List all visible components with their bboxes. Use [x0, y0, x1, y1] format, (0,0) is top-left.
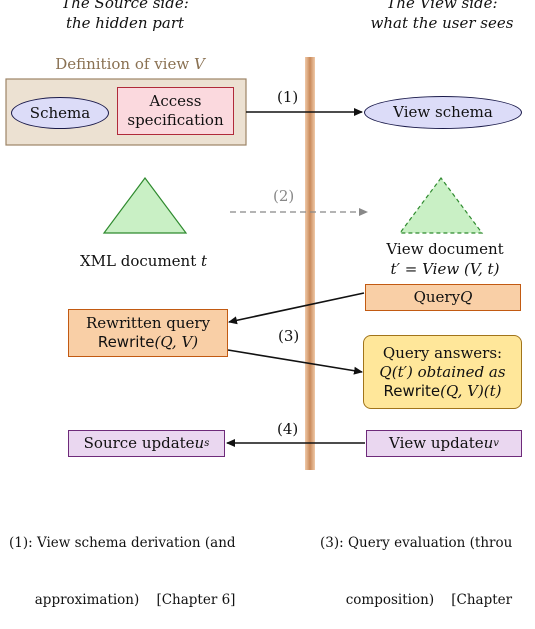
xml-document-label: XML document t: [80, 252, 208, 270]
caption-right: (3): Query evaluation (throu composition…: [320, 535, 513, 608]
view-side-title: The View side: what the user sees: [370, 0, 514, 32]
caption-left: (1): View schema derivation (and approxi…: [9, 535, 236, 608]
view-schema-node: View schema: [364, 96, 522, 129]
access-specification-node: Access specification: [117, 87, 234, 135]
arrow-3: [227, 349, 363, 375]
rewritten-query-node: Rewritten query Rewrite(Q, V): [68, 309, 228, 357]
schema-node: Schema: [11, 97, 109, 129]
query-answers-node: Query answers: Q(t′) obtained as Rewrite…: [363, 335, 522, 409]
source-view-divider: [305, 57, 315, 470]
step-2-label: (2): [273, 187, 295, 205]
view-document-triangle: [398, 176, 484, 234]
view-document-label: View document t′ = View (V, t): [386, 240, 504, 278]
query-node: Query Q: [365, 284, 521, 311]
xml-document-triangle: [102, 176, 188, 234]
step-1-label: (1): [277, 88, 299, 106]
step-4-label: (4): [277, 420, 299, 438]
definition-label: Definition of view V: [55, 55, 205, 73]
step-3-label: (3): [278, 327, 300, 345]
arrow-query-to-rewrite: [228, 292, 365, 325]
source-side-title: The Source side: the hidden part: [61, 0, 189, 32]
